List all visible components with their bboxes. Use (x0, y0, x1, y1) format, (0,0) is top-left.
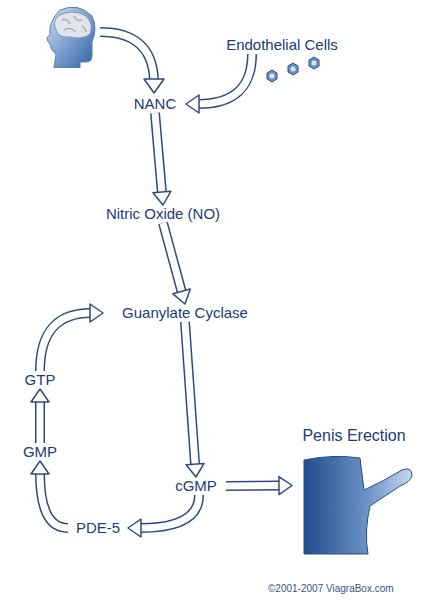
node-text: PDE-5 (68, 519, 128, 537)
text-node: NANC (124, 95, 186, 113)
arrow-shaft-outer (100, 32, 154, 80)
text-node: PDE-5 (68, 519, 128, 537)
hollow-arrow (226, 477, 292, 495)
arrow-shaft-inner (100, 32, 154, 80)
arrow-head (128, 519, 141, 537)
node-text: GTP (18, 371, 62, 389)
hollow-arrow (40, 304, 103, 371)
text-node: Nitric Oxide (NO) (84, 205, 242, 223)
arrow-head (279, 477, 292, 495)
brain-folds (62, 16, 86, 32)
node-text: NANC (124, 95, 186, 113)
hollow-arrow (128, 495, 199, 537)
hollow-arrow (186, 54, 252, 113)
pelvis-shape (304, 456, 412, 554)
node-text: GMP (16, 443, 64, 461)
node-text: Penis Erection (292, 427, 416, 445)
arrow-shaft-outer (163, 223, 182, 292)
node-text: cGMP (166, 477, 226, 495)
arrow-head (186, 95, 199, 113)
arrow-shaft-inner (155, 113, 162, 193)
cell-icons (262, 54, 326, 86)
head-illustration (46, 6, 98, 68)
arrow-shaft-inner (140, 495, 199, 528)
arrow-shaft-outer (40, 473, 68, 528)
arrow-shaft-inner (37, 401, 44, 443)
arrow-shaft-inner (40, 313, 91, 371)
arrow-head (31, 389, 49, 402)
hollow-arrow (153, 113, 171, 205)
text-node: cGMP (166, 477, 226, 495)
hollow-arrow (185, 322, 204, 477)
arrow-head (144, 79, 164, 93)
brain-arrow (0, 0, 432, 120)
arrow-head (186, 463, 204, 477)
arrow-shaft-outer (40, 313, 91, 371)
node-text: Endothelial Cells (222, 36, 342, 54)
cell-hexagon (288, 63, 298, 75)
cell-nucleus (291, 67, 296, 72)
hollow-arrow (163, 223, 190, 304)
text-node: Guanylate Cyclase (103, 304, 267, 322)
text-node: GMP (16, 443, 64, 461)
arrow-shaft-outer (198, 54, 252, 104)
head-silhouette (47, 7, 95, 68)
arrow-shaft-inner (198, 54, 252, 104)
arrow-shaft-inner (226, 482, 280, 489)
copyright-note: ©2001-2007 ViagraBox.com (268, 583, 394, 594)
cell-hexagon (309, 57, 319, 69)
arrow-shaft-outer (226, 481, 280, 491)
node-text: Guanylate Cyclase (103, 304, 267, 322)
node-text: Nitric Oxide (NO) (84, 205, 242, 223)
arrow-shaft-outer (185, 322, 195, 465)
arrow-shaft-outer (155, 113, 162, 193)
cell-nucleus (270, 74, 275, 79)
arrow-head (173, 289, 190, 304)
arrow-shaft-inner (40, 473, 68, 528)
arrow-shaft-outer (140, 495, 199, 528)
arrow-head (90, 304, 103, 322)
arrow-head (31, 461, 49, 474)
text-node: Endothelial Cells (222, 36, 342, 54)
cell-nucleus (312, 61, 317, 66)
arrow-shaft-inner (185, 322, 195, 465)
text-node: GTP (18, 371, 62, 389)
text-node: Penis Erection (292, 427, 416, 557)
hollow-arrow (31, 461, 68, 528)
erection-illustration (302, 452, 414, 556)
arrow-shaft-outer (35, 401, 45, 443)
cell-hexagon (267, 70, 277, 82)
hollow-arrow (31, 389, 49, 443)
arrow-head (153, 191, 171, 205)
arrow-shaft-inner (163, 223, 182, 292)
brain-shape (54, 12, 91, 38)
